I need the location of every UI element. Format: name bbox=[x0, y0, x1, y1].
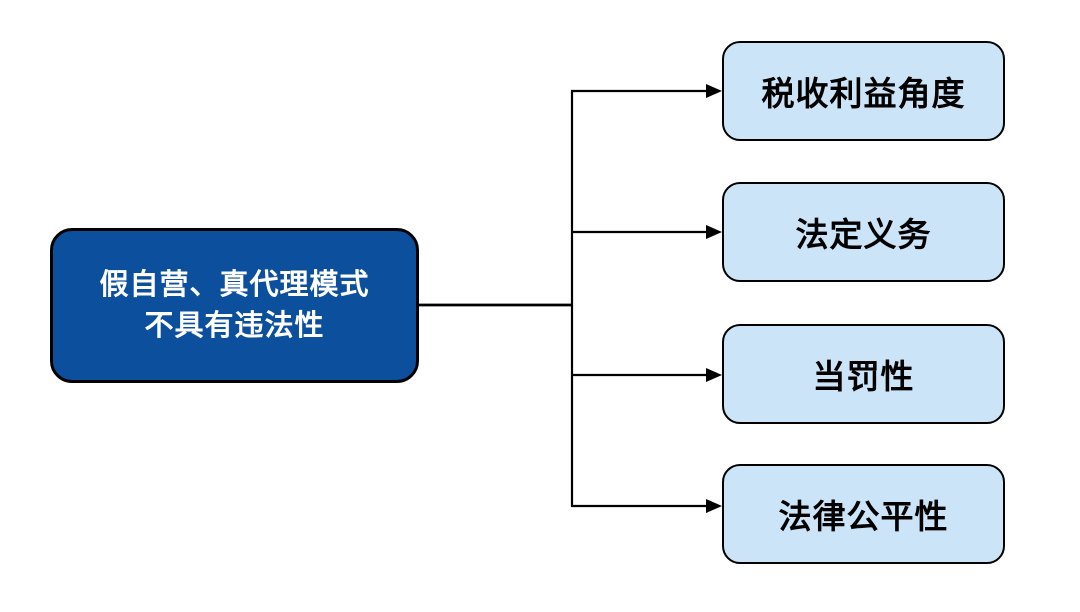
branch-node-label: 法律公平性 bbox=[778, 500, 949, 536]
branch-node-label: 当罚性 bbox=[812, 360, 915, 396]
root-node-label-line1: 假自营、真代理模式 bbox=[99, 269, 370, 302]
branch-node-label: 法定义务 bbox=[795, 218, 932, 254]
branch-node-punishability: 当罚性 bbox=[722, 324, 1005, 424]
arrowhead-icon bbox=[706, 499, 722, 513]
root-node: 假自营、真代理模式 不具有违法性 bbox=[50, 228, 419, 383]
root-node-label-line2: 不具有违法性 bbox=[144, 309, 325, 342]
branch-node-legal-fairness: 法律公平性 bbox=[722, 464, 1005, 564]
branch-node-label: 税收利益角度 bbox=[761, 77, 966, 113]
arrowhead-icon bbox=[706, 368, 722, 382]
branch-node-tax-benefit: 税收利益角度 bbox=[722, 41, 1005, 141]
branch-node-legal-obligation: 法定义务 bbox=[722, 182, 1005, 282]
arrowhead-icon bbox=[706, 225, 722, 239]
arrowhead-icon bbox=[706, 84, 722, 98]
